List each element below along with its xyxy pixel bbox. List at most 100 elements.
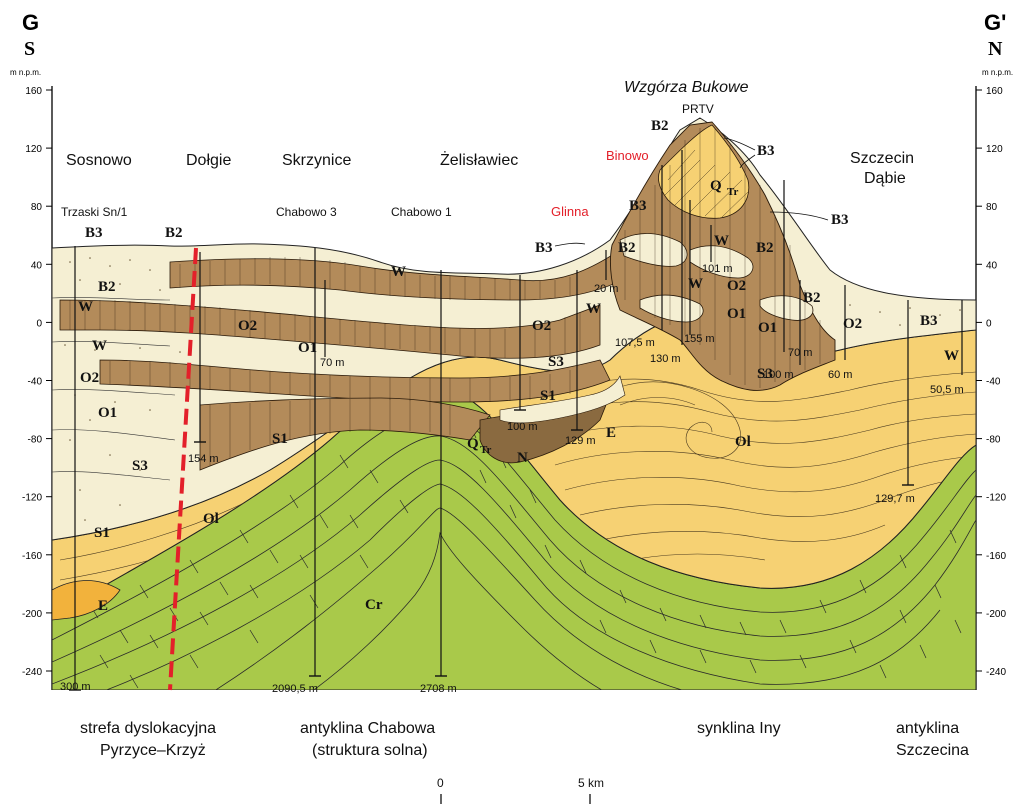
right-tick-label: -40 <box>986 377 1001 388</box>
stratum-label: B3 <box>535 240 553 256</box>
place-name: Dąbie <box>864 170 906 187</box>
stratum-label: W <box>714 233 729 249</box>
borehole-name: Chabowo 1 <box>391 205 452 219</box>
right-tick-label: 160 <box>986 86 1003 97</box>
depth-label: 70 m <box>320 357 344 369</box>
stratum-label: O2 <box>727 278 746 294</box>
left-tick-label: -120 <box>22 493 42 504</box>
right-tick-label: -160 <box>986 551 1006 562</box>
depth-label: 155 m <box>684 333 715 345</box>
stratum-label: B2 <box>618 240 636 256</box>
depth-label: 107,5 m <box>615 337 655 349</box>
stratum-label: B2 <box>98 279 116 295</box>
depth-label: 60 m <box>828 369 852 381</box>
left-tick-label: 0 <box>36 318 42 329</box>
stratum-label: Ol <box>203 511 219 527</box>
stratum-label: B2 <box>165 225 183 241</box>
section-start-letter: G <box>22 10 39 35</box>
structure-name: synklina Iny <box>697 720 781 737</box>
depth-label: 100 m <box>507 421 538 433</box>
place-name: Binowo <box>606 148 649 163</box>
structure-name: (struktura solna) <box>312 742 428 759</box>
stratum-label: Q <box>710 178 722 194</box>
stratum-label: B3 <box>85 225 103 241</box>
right-tick-label: 80 <box>986 202 998 213</box>
place-name: Dołgie <box>186 152 231 169</box>
stratum-label: O1 <box>98 405 117 421</box>
place-name: Żelisławiec <box>440 150 518 169</box>
right-tick-label: -120 <box>986 493 1006 504</box>
left-tick-label: -160 <box>22 551 42 562</box>
stratum-label: Ol <box>735 434 751 450</box>
depth-label: 130 m <box>650 353 681 365</box>
depth-label: 154 m <box>188 453 219 465</box>
stratum-label: S1 <box>272 431 288 447</box>
borehole-name: Trzaski Sn/1 <box>61 205 128 219</box>
right-tick-label: 0 <box>986 318 992 329</box>
strata-body <box>52 118 976 700</box>
stratum-label: W <box>944 348 959 364</box>
left-tick-label: 80 <box>31 202 43 213</box>
place-name: Skrzynice <box>282 152 351 169</box>
scale-five-label: 5 km <box>578 776 604 790</box>
stratum-label: S3 <box>757 366 773 382</box>
structure-name: antyklina <box>896 720 959 737</box>
right-tick-label: 40 <box>986 260 998 271</box>
stratum-label: Tr <box>480 444 492 456</box>
place-name: Szczecin <box>850 150 914 167</box>
depth-label: 2090,5 m <box>272 683 318 695</box>
stratum-label: S3 <box>132 458 148 474</box>
left-tick-label: -200 <box>22 609 42 620</box>
left-tick-label: 120 <box>25 144 42 155</box>
stratum-label: W <box>586 301 601 317</box>
left-tick-label: -80 <box>28 435 43 446</box>
left-tick-label: -40 <box>28 377 43 388</box>
stratum-label: O1 <box>758 320 777 336</box>
stratum-label: O2 <box>238 318 257 334</box>
stratum-label: W <box>92 338 107 354</box>
stratum-label: Tr <box>727 186 739 198</box>
depth-label: 2708 m <box>420 683 457 695</box>
stratum-label: E <box>606 425 616 441</box>
stratum-label: O1 <box>298 340 317 356</box>
left-tick-label: -240 <box>22 667 42 678</box>
stratum-label: O2 <box>532 318 551 334</box>
stratum-label: B2 <box>803 290 821 306</box>
prtv-label: PRTV <box>682 102 714 116</box>
depth-label: 300 m <box>60 681 91 693</box>
place-name: Glinna <box>551 204 589 219</box>
stratum-label: B3 <box>920 313 938 329</box>
stratum-label: O2 <box>80 370 99 386</box>
structure-name: antyklina Chabowa <box>300 720 435 737</box>
structure-name: strefa dyslokacyjna <box>80 720 216 737</box>
depth-label: 70 m <box>788 347 812 359</box>
place-name: Sosnowo <box>66 152 132 169</box>
left-tick-label: 40 <box>31 260 43 271</box>
depth-label: 129 m <box>565 435 596 447</box>
right-unit-label: m n.p.m. <box>982 68 1013 77</box>
right-tick-label: -240 <box>986 667 1006 678</box>
right-tick-label: -80 <box>986 435 1001 446</box>
stratum-label: B2 <box>651 118 669 134</box>
left-tick-label: 160 <box>25 86 42 97</box>
section-start-direction: S <box>24 38 35 60</box>
stratum-label: Cr <box>365 597 383 613</box>
hills-label: Wzgórza Bukowe <box>624 79 749 96</box>
left-unit-label: m n.p.m. <box>10 68 41 77</box>
stratum-label: W <box>78 299 93 315</box>
stratum-label: W <box>391 264 406 280</box>
stratum-label: B2 <box>756 240 774 256</box>
depth-label: 20 m <box>594 283 618 295</box>
scale-zero-label: 0 <box>437 776 444 790</box>
borehole-name: Chabowo 3 <box>276 205 337 219</box>
stratum-label: N <box>517 450 528 466</box>
stratum-label: S1 <box>540 388 556 404</box>
stratum-label: S1 <box>94 525 110 541</box>
section-end-letter: G' <box>984 10 1006 35</box>
stratum-label: O1 <box>727 306 746 322</box>
stratum-label: O2 <box>843 316 862 332</box>
right-tick-label: 120 <box>986 144 1003 155</box>
stratum-label: B3 <box>831 212 849 228</box>
section-end-direction: N <box>988 38 1003 60</box>
